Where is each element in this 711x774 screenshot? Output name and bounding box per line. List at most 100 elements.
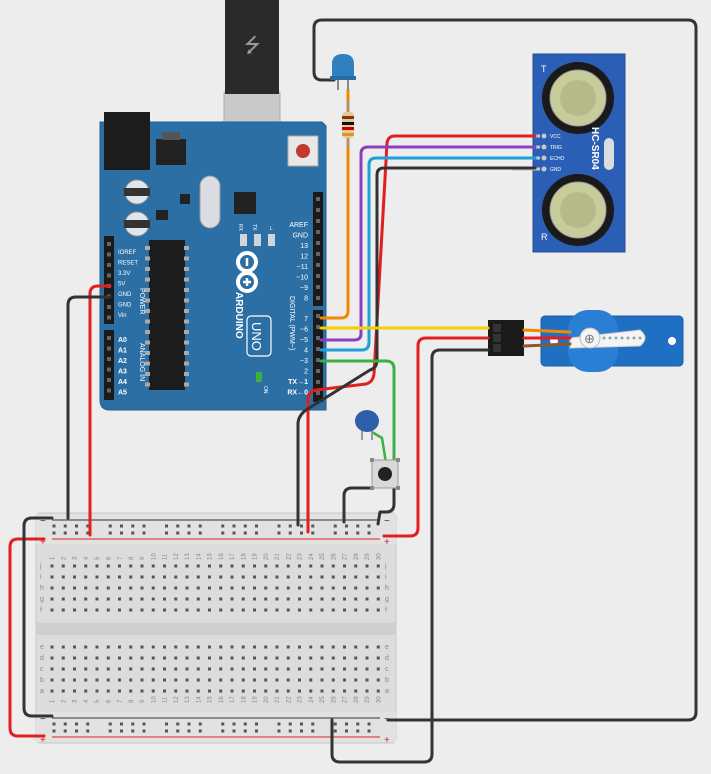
breadboard-hole[interactable] — [219, 689, 223, 693]
header-pin[interactable] — [107, 388, 111, 393]
breadboard-hole[interactable] — [230, 575, 234, 579]
breadboard-hole[interactable] — [376, 645, 380, 649]
breadboard-hole[interactable] — [120, 531, 123, 535]
header-pin[interactable] — [316, 358, 320, 362]
breadboard-hole[interactable] — [221, 722, 225, 726]
breadboard-hole[interactable] — [219, 608, 223, 612]
breadboard-hole[interactable] — [309, 586, 313, 590]
breadboard-hole[interactable] — [176, 722, 180, 726]
breadboard-hole[interactable] — [356, 524, 360, 528]
breadboard-hole[interactable] — [365, 586, 369, 590]
breadboard-hole[interactable] — [367, 524, 371, 528]
breadboard-hole[interactable] — [241, 608, 245, 612]
breadboard-hole[interactable] — [354, 575, 358, 579]
header-pin[interactable] — [107, 242, 111, 246]
breadboard-hole[interactable] — [264, 597, 268, 601]
breadboard-hole[interactable] — [185, 667, 189, 671]
header-pin[interactable] — [107, 263, 111, 267]
breadboard-hole[interactable] — [288, 524, 292, 528]
breadboard-hole[interactable] — [354, 597, 358, 601]
breadboard-hole[interactable] — [208, 667, 211, 671]
breadboard-hole[interactable] — [241, 678, 245, 682]
breadboard-hole[interactable] — [298, 564, 301, 568]
breadboard-hole[interactable] — [165, 531, 168, 535]
breadboard-hole[interactable] — [365, 575, 369, 579]
breadboard-hole[interactable] — [120, 729, 123, 733]
breadboard-hole[interactable] — [118, 689, 121, 693]
breadboard-hole[interactable] — [300, 531, 303, 535]
breadboard-hole[interactable] — [73, 564, 76, 568]
breadboard-hole[interactable] — [253, 667, 256, 671]
breadboard-hole[interactable] — [288, 729, 292, 733]
breadboard-hole[interactable] — [73, 597, 76, 601]
breadboard-hole[interactable] — [61, 586, 65, 590]
breadboard-hole[interactable] — [151, 689, 155, 693]
breadboard-hole[interactable] — [333, 531, 337, 535]
breadboard-hole[interactable] — [253, 608, 256, 612]
breadboard-hole[interactable] — [163, 689, 166, 693]
breadboard-hole[interactable] — [331, 586, 335, 590]
breadboard-hole[interactable] — [230, 608, 234, 612]
breadboard-hole[interactable] — [84, 667, 88, 671]
breadboard-hole[interactable] — [354, 564, 358, 568]
breadboard-hole[interactable] — [300, 524, 303, 528]
breadboard-hole[interactable] — [286, 656, 290, 660]
breadboard-hole[interactable] — [264, 608, 268, 612]
header-pin[interactable] — [316, 274, 320, 278]
breadboard-hole[interactable] — [232, 531, 236, 535]
breadboard-hole[interactable] — [230, 645, 234, 649]
breadboard-hole[interactable] — [174, 608, 178, 612]
breadboard-hole[interactable] — [208, 678, 211, 682]
breadboard-hole[interactable] — [311, 524, 315, 528]
breadboard-hole[interactable] — [73, 575, 76, 579]
breadboard-hole[interactable] — [320, 564, 324, 568]
breadboard-hole[interactable] — [106, 586, 110, 590]
sensor-pin[interactable] — [541, 133, 547, 139]
breadboard-hole[interactable] — [151, 586, 155, 590]
breadboard-hole[interactable] — [198, 729, 202, 733]
breadboard-hole[interactable] — [253, 575, 256, 579]
breadboard-hole[interactable] — [61, 575, 65, 579]
header-pin[interactable] — [107, 346, 111, 351]
breadboard-hole[interactable] — [286, 678, 290, 682]
breadboard-hole[interactable] — [185, 597, 189, 601]
breadboard-hole[interactable] — [331, 667, 335, 671]
breadboard-hole[interactable] — [86, 729, 90, 733]
breadboard-hole[interactable] — [241, 656, 245, 660]
breadboard-hole[interactable] — [129, 645, 133, 649]
breadboard-hole[interactable] — [376, 575, 380, 579]
breadboard-hole[interactable] — [75, 729, 78, 733]
breadboard-hole[interactable] — [163, 575, 166, 579]
breadboard-hole[interactable] — [174, 575, 178, 579]
breadboard-hole[interactable] — [61, 689, 65, 693]
breadboard-hole[interactable] — [311, 531, 315, 535]
breadboard-hole[interactable] — [165, 524, 168, 528]
breadboard-hole[interactable] — [219, 586, 223, 590]
breadboard-hole[interactable] — [298, 667, 301, 671]
breadboard-hole[interactable] — [221, 729, 225, 733]
breadboard-hole[interactable] — [73, 678, 76, 682]
header-pin[interactable] — [316, 285, 320, 289]
breadboard-hole[interactable] — [230, 689, 234, 693]
breadboard-hole[interactable] — [84, 689, 88, 693]
breadboard-hole[interactable] — [52, 729, 56, 733]
breadboard-hole[interactable] — [108, 524, 112, 528]
breadboard-hole[interactable] — [185, 608, 189, 612]
breadboard-hole[interactable] — [311, 722, 315, 726]
breadboard-hole[interactable] — [219, 656, 223, 660]
breadboard-hole[interactable] — [84, 645, 88, 649]
breadboard-hole[interactable] — [230, 586, 234, 590]
breadboard-hole[interactable] — [219, 667, 223, 671]
breadboard-hole[interactable] — [219, 564, 223, 568]
header-pin[interactable] — [316, 347, 320, 351]
breadboard-hole[interactable] — [118, 597, 121, 601]
breadboard-hole[interactable] — [142, 524, 146, 528]
breadboard-hole[interactable] — [277, 531, 281, 535]
breadboard-hole[interactable] — [140, 575, 144, 579]
breadboard-hole[interactable] — [196, 656, 200, 660]
breadboard-hole[interactable] — [165, 729, 168, 733]
breadboard-hole[interactable] — [95, 678, 99, 682]
breadboard-hole[interactable] — [95, 689, 99, 693]
breadboard-hole[interactable] — [331, 689, 335, 693]
header-pin[interactable] — [316, 296, 320, 300]
